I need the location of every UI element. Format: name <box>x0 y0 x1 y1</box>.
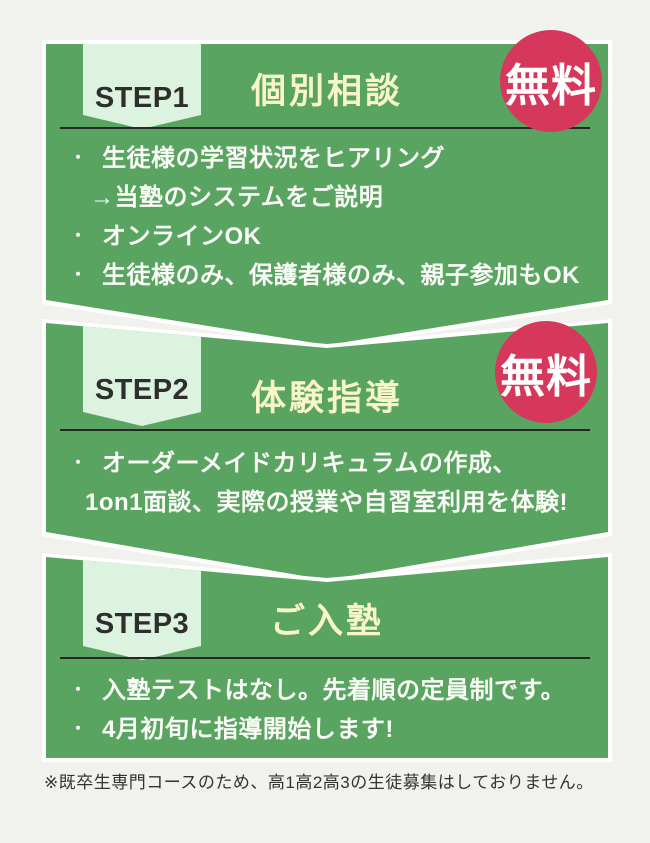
step-card-3: STEP3 ご入塾 ・ 入塾テストはなし。先着順の定員制です。 ・ 4月初旬に指… <box>42 553 612 762</box>
free-badge-step1: 無料 <box>500 30 602 132</box>
bullet-text: オーダーメイドカリキュラムの作成、 <box>102 450 517 477</box>
bullet-dot-icon: ・ <box>70 266 87 284</box>
bullet-item: ・ 入塾テストはなし。先着順の定員制です。 <box>46 668 600 707</box>
free-badge-text: 無料 <box>504 60 597 111</box>
bullet-item: ・ 生徒様のみ、保護者様のみ、親子参加もOK <box>46 253 600 292</box>
bullet-item-continuation: 1on1面談、実際の授業や自習室利用を体験! <box>46 480 600 519</box>
bullet-text: 生徒様のみ、保護者様のみ、親子参加もOK <box>102 262 580 289</box>
bullet-text: →当塾のシステムをご説明 <box>90 184 384 211</box>
step3-title: ご入塾 <box>269 602 384 641</box>
bullet-dot-icon: ・ <box>70 454 87 472</box>
step2-divider <box>60 429 590 431</box>
bullet-dot-icon: ・ <box>70 149 87 167</box>
bullet-text: オンラインOK <box>102 223 262 250</box>
bullet-text: 1on1面談、実際の授業や自習室利用を体験! <box>85 489 569 516</box>
step-card-3-body: STEP3 ご入塾 ・ 入塾テストはなし。先着順の定員制です。 ・ 4月初旬に指… <box>46 557 608 758</box>
step1-title: 個別相談 <box>250 72 403 111</box>
step2-tab: STEP2 <box>83 323 201 426</box>
bullet-item: ・ 生徒様の学習状況をヒアリング <box>46 136 600 175</box>
step2-label: STEP2 <box>94 374 190 406</box>
free-badge-step2: 無料 <box>495 321 597 423</box>
bullet-text: 生徒様の学習状況をヒアリング <box>102 145 445 172</box>
bullet-item: ・ 4月初旬に指導開始します! <box>46 707 600 746</box>
step1-tab: STEP1 <box>83 44 201 129</box>
step3-divider <box>60 657 590 659</box>
footnote: ※既卒生専門コースのため、高1高2高3の生徒募集はしておりません。 <box>44 773 594 792</box>
bullet-dot-icon: ・ <box>70 227 87 245</box>
step1-bullet-list: ・ 生徒様の学習状況をヒアリング →当塾のシステムをご説明 ・ オンラインOK … <box>46 136 600 292</box>
bullet-dot-icon: ・ <box>70 681 87 699</box>
bullet-text: 入塾テストはなし。先着順の定員制です。 <box>102 677 566 704</box>
bullet-item-continuation: →当塾のシステムをご説明 <box>46 175 600 214</box>
bullet-text: 4月初旬に指導開始します! <box>102 716 394 743</box>
step2-title: 体験指導 <box>250 379 403 418</box>
step3-label: STEP3 <box>94 608 190 640</box>
bullet-item: ・ オーダーメイドカリキュラムの作成、 <box>46 441 600 480</box>
bullet-item: ・ オンラインOK <box>46 214 600 253</box>
bullet-dot-icon: ・ <box>70 720 87 738</box>
step3-tab: STEP3 <box>83 557 201 660</box>
step2-bullet-list: ・ オーダーメイドカリキュラムの作成、 1on1面談、実際の授業や自習室利用を体… <box>46 441 600 519</box>
free-badge-text: 無料 <box>499 351 592 402</box>
step1-divider <box>60 127 590 129</box>
step3-bullet-list: ・ 入塾テストはなし。先着順の定員制です。 ・ 4月初旬に指導開始します! <box>46 668 600 746</box>
step1-label: STEP1 <box>94 82 190 114</box>
